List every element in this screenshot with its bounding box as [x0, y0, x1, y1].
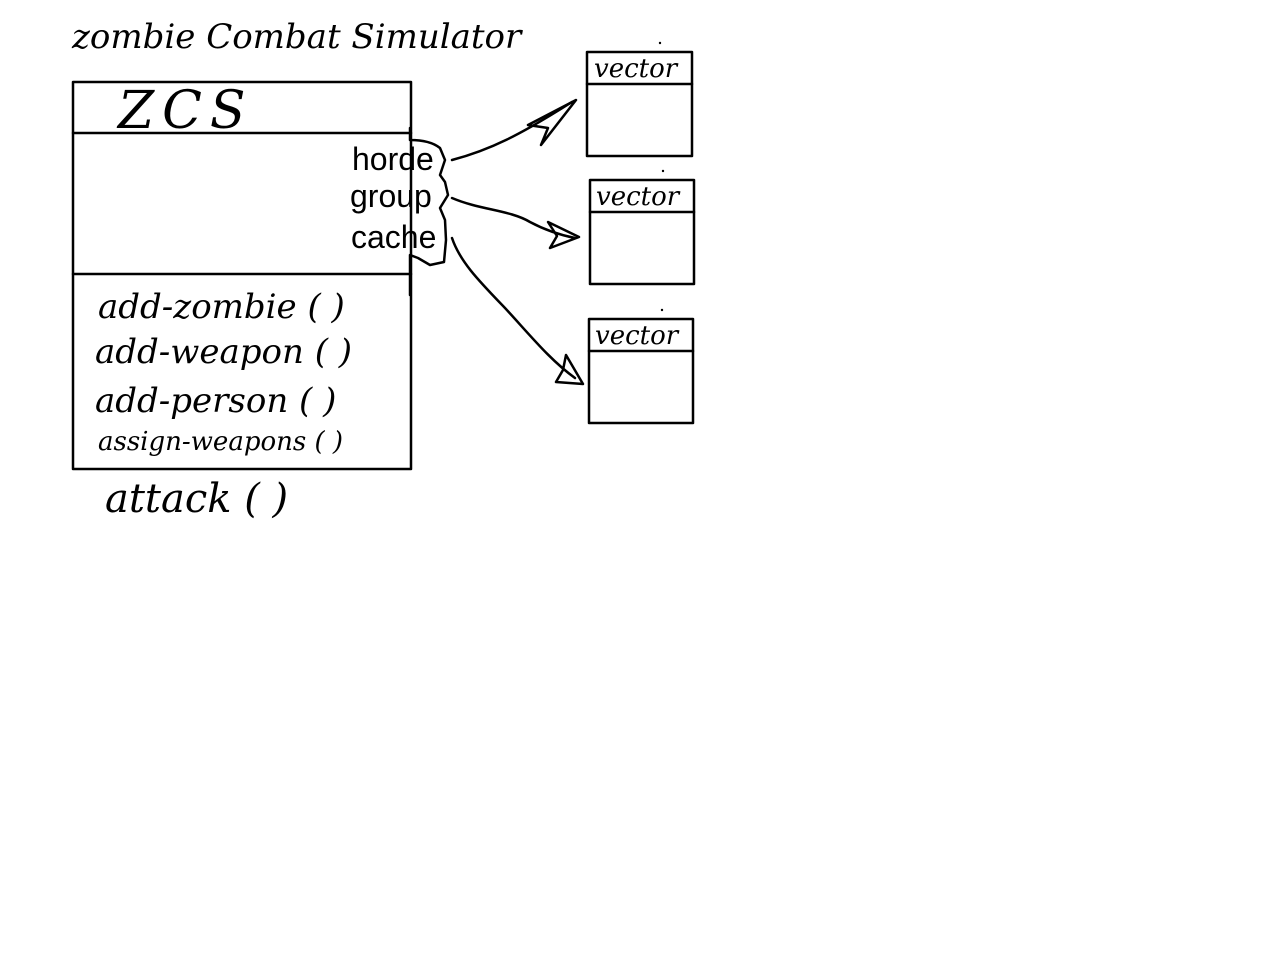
arrow-2-line	[450, 196, 577, 240]
arrow-cache-to-vector-3	[450, 236, 585, 386]
arrow-2-head	[546, 220, 581, 250]
arrow-1-line	[450, 100, 574, 162]
vector-box-1-dot	[658, 41, 662, 45]
attribute-group: group	[350, 178, 432, 214]
vector-box-3-outline	[587, 317, 695, 425]
vector-box-2: vector	[588, 169, 696, 286]
attribute-horde: horde	[352, 141, 434, 177]
class-name: ZCS	[116, 81, 254, 141]
vector-box-1-label: vector	[594, 54, 679, 84]
method-add-person: add-person ( )	[95, 381, 336, 421]
attribute-cache: cache	[351, 219, 436, 255]
method-add-zombie: add-zombie ( )	[98, 287, 345, 327]
vector-box-1: vector	[585, 41, 694, 158]
arrow-1-head	[526, 98, 578, 147]
method-assign-weapons: assign-weapons ( )	[98, 427, 343, 457]
vector-box-2-dot	[661, 169, 665, 173]
arrow-3-line	[450, 236, 577, 380]
vector-box-3-label: vector	[595, 321, 680, 351]
vector-box-2-label: vector	[596, 182, 681, 212]
attribute-bracket	[408, 126, 450, 297]
arrow-3-head	[554, 353, 585, 386]
method-add-weapon: add-weapon ( )	[95, 332, 352, 372]
method-attack: attack ( )	[105, 476, 288, 522]
vector-box-2-outline	[588, 178, 696, 286]
vector-box-3-dot	[660, 308, 664, 312]
vector-box-3: vector	[587, 308, 695, 425]
arrow-group-to-vector-2	[450, 196, 581, 250]
arrow-horde-to-vector-1	[450, 98, 578, 162]
vector-box-1-outline	[585, 50, 694, 158]
diagram-title: zombie Combat Simulator	[71, 17, 523, 57]
zcs-class-box: ZCS horde group cache add-zombie ( ) add…	[71, 80, 450, 471]
